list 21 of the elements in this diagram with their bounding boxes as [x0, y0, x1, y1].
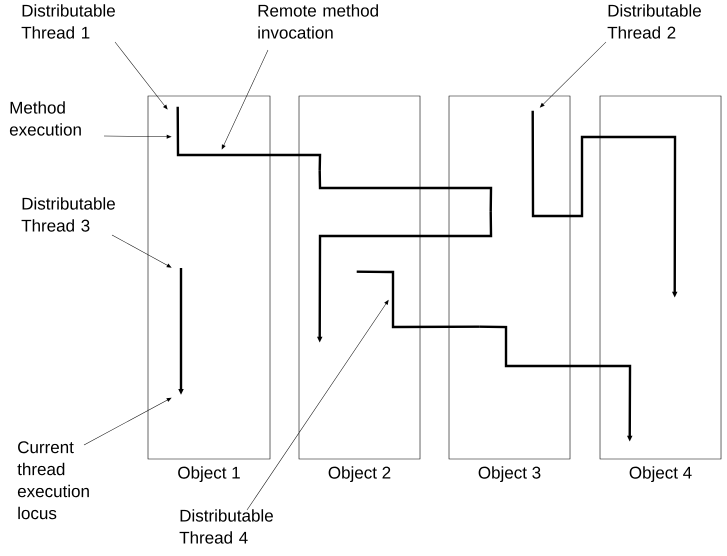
thread-path: [318, 170, 492, 212]
leader-line: [84, 398, 172, 446]
leader-line: [222, 50, 268, 150]
object-label: Object 4: [630, 466, 692, 482]
callout-text: Distributable Thread 1: [22, 4, 115, 39]
leader-line: [112, 234, 172, 268]
leader-line: [114, 42, 168, 110]
object-label: Object 1: [178, 466, 240, 482]
thread-path: [356, 270, 480, 328]
callout-text: Remote method invocation: [258, 4, 378, 39]
thread-path: [176, 106, 322, 171]
callout-text: Current thread execution locus: [17, 441, 89, 520]
callout-text: Distributable Thread 3: [22, 197, 115, 232]
object-label: Object 2: [328, 466, 390, 482]
callout-text: Distributable Thread 4: [180, 509, 273, 544]
leader-line: [246, 300, 389, 510]
callout-text: Method execution: [10, 101, 81, 136]
object-label: Object 3: [478, 466, 540, 482]
callout-text: Distributable Thread 2: [608, 4, 701, 39]
leader-line: [540, 42, 606, 108]
leader-line: [104, 134, 172, 139]
